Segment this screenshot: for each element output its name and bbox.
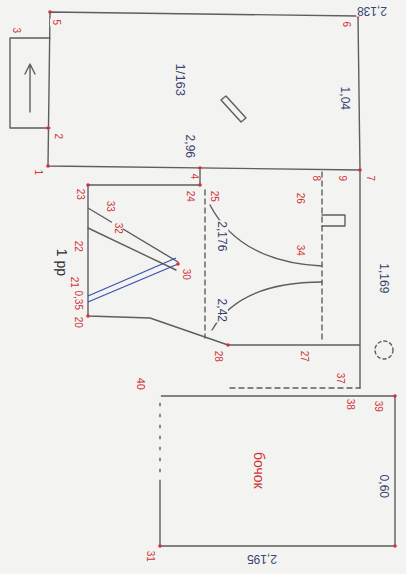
point-number: 32 [113,221,124,234]
small-mark [221,96,246,122]
dashed-circle [375,341,393,359]
point-marks [46,10,397,548]
point-number: 20 [73,315,84,328]
point-number: 1 [33,168,44,176]
dimension-label: 1 pp [55,247,70,276]
dart-line [88,208,178,270]
point-number: 2 [53,132,64,140]
small-mark [322,215,345,226]
dimension-label: 1,04 [339,85,352,110]
point-number: 9 [337,174,348,182]
point-number: 26 [295,191,306,204]
dimension-label: 2,42 [216,297,229,322]
dimension-label: 2,195 [246,552,278,565]
point-number: 6 [341,20,352,28]
point-number: 40 [134,377,146,391]
point-number: 39 [373,399,384,412]
dashed-line [159,396,161,480]
dashed-line [230,387,360,388]
point-number: 37 [335,371,346,384]
point-number: 8 [311,174,322,182]
dimension-label: 1/163 [173,63,187,98]
point-number: 33 [105,199,116,212]
point-number: 24 [185,189,196,202]
dimension-label: 2,176 [216,220,229,252]
point-number: 31 [145,549,156,562]
point-number: 38 [345,397,356,410]
tab-outline [10,38,50,128]
blue-line [88,258,178,302]
point-number: 25 [209,189,220,202]
point-number: 3 [11,26,22,34]
dashed-line [205,172,322,342]
armhole-curve [210,205,322,266]
dimension-label: 2,96 [184,133,197,158]
point-number: 7 [365,174,376,182]
point-number: 27 [299,349,310,362]
point-number: 30 [181,267,192,280]
point-number: 4 [189,172,200,180]
point-number: 21 [69,275,80,288]
point-number: 34 [295,243,306,256]
bottom-piece-outline [160,396,395,546]
point-number: 28 [213,349,224,362]
point-number: бочок [251,451,266,490]
point-number: 23 [75,187,86,200]
grain-arrow [25,64,35,112]
point-number: 5 [51,18,62,26]
armhole-curve [212,282,322,330]
dimension-label: 1,169 [378,262,391,294]
point-number: 22 [73,239,84,252]
middle-piece-outline [88,170,360,388]
point-number: 0,35 [73,289,84,310]
dimension-label: 2,138 [356,4,388,17]
dimension-label: 0,60 [378,473,391,498]
top-piece-outline [48,12,360,170]
